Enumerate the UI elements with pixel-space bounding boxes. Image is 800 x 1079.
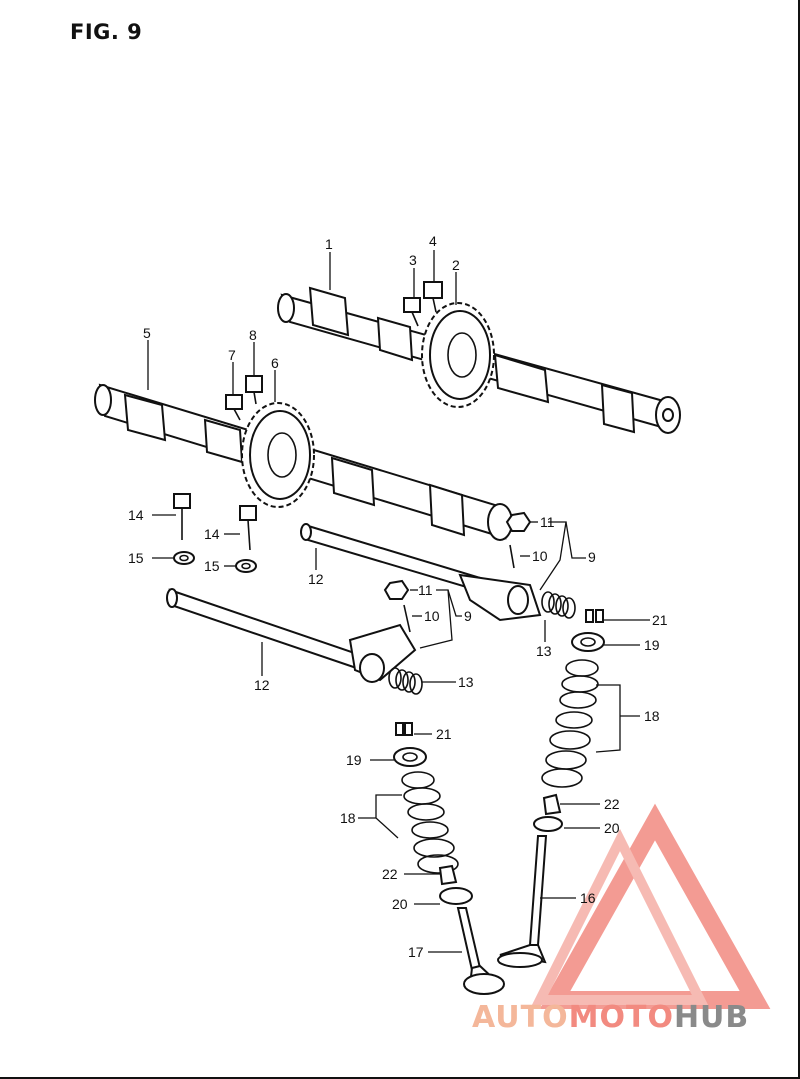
rocker-shaft-bolt-right — [239, 505, 257, 551]
callout-7: 7 — [228, 347, 236, 363]
callout-13-upper: 13 — [536, 643, 552, 659]
callout-16: 16 — [580, 890, 596, 906]
rocker-arm-upper — [458, 573, 542, 622]
rocker-arm-shaft-lower — [166, 588, 382, 678]
watermark-auto: AUTO — [472, 1000, 569, 1035]
callout-14-right: 14 — [204, 526, 220, 542]
callout-21-left: 21 — [436, 726, 452, 742]
leader-lines — [147, 250, 650, 953]
callout-22-right: 22 — [604, 796, 620, 812]
watermark-logo — [531, 803, 771, 1009]
lower-cam-sprocket — [241, 402, 315, 508]
callout-9-lower: 9 — [464, 608, 472, 624]
valve-springs-right — [541, 659, 599, 788]
spring-retainer-right — [571, 632, 605, 652]
callout-20-right: 20 — [604, 820, 620, 836]
rocker-arm-lower — [348, 623, 417, 683]
callout-14-left: 14 — [128, 507, 144, 523]
rocker-spring-upper — [541, 591, 576, 619]
valve-cotters-right — [585, 609, 604, 623]
callout-19-left: 19 — [346, 752, 362, 768]
sprocket-bolt-3 — [403, 297, 421, 327]
callout-3: 3 — [409, 252, 417, 268]
upper-cam-sprocket — [421, 302, 495, 408]
valve-springs-left — [401, 771, 459, 874]
callout-4: 4 — [429, 233, 437, 249]
callout-17: 17 — [408, 944, 424, 960]
adjusting-screw-lower — [403, 604, 411, 633]
callout-10-upper: 10 — [532, 548, 548, 564]
callout-15-right: 15 — [204, 558, 220, 574]
callout-21-right: 21 — [652, 612, 668, 628]
lock-nut-upper — [505, 511, 532, 532]
lock-nut-lower — [383, 579, 410, 600]
callout-18-left: 18 — [340, 810, 356, 826]
callout-5: 5 — [143, 325, 151, 341]
intake-valve — [456, 907, 505, 995]
callout-20-left: 20 — [392, 896, 408, 912]
callout-1: 1 — [325, 236, 333, 252]
sprocket-bolt-4 — [423, 281, 443, 313]
callout-8: 8 — [249, 327, 257, 343]
callout-6: 6 — [271, 355, 279, 371]
callout-13-lower: 13 — [458, 674, 474, 690]
callout-10-lower: 10 — [424, 608, 440, 624]
spring-retainer-left — [393, 747, 427, 767]
callout-18-right: 18 — [644, 708, 660, 724]
exhaust-valve — [497, 835, 548, 968]
valve-cotters-left — [395, 722, 413, 736]
callout-12-lower: 12 — [254, 677, 270, 693]
sprocket-bolt-7 — [225, 394, 243, 421]
watermark-text: AUTOMOTOHUB — [472, 1000, 749, 1035]
spring-seat-right — [533, 816, 563, 832]
callout-12-upper: 12 — [308, 571, 324, 587]
figure-title: FIG. 9 — [70, 20, 143, 44]
washer-left — [173, 551, 195, 565]
callout-labels: 1 2 3 4 5 6 7 8 9 9 10 10 11 11 12 12 13… — [128, 233, 668, 960]
watermark-hub: HUB — [673, 1000, 750, 1035]
washer-right — [235, 559, 257, 573]
callout-22-left: 22 — [382, 866, 398, 882]
callout-11-upper: 11 — [540, 514, 555, 530]
adjusting-screw-upper — [509, 544, 515, 569]
callout-9-upper: 9 — [588, 549, 596, 565]
valve-stem-seal-left — [438, 864, 458, 886]
sprocket-bolt-8 — [245, 375, 263, 405]
rocker-spring-lower — [388, 667, 423, 695]
callout-2: 2 — [452, 257, 460, 273]
spring-seat-left — [439, 887, 473, 905]
valve-stem-seal-right — [542, 793, 562, 816]
callout-15-left: 15 — [128, 550, 144, 566]
callout-19-right: 19 — [644, 637, 660, 653]
rocker-shaft-bolt-left — [173, 493, 191, 540]
callout-11-lower: 11 — [418, 582, 433, 598]
watermark-moto: MOTO — [568, 1000, 674, 1035]
